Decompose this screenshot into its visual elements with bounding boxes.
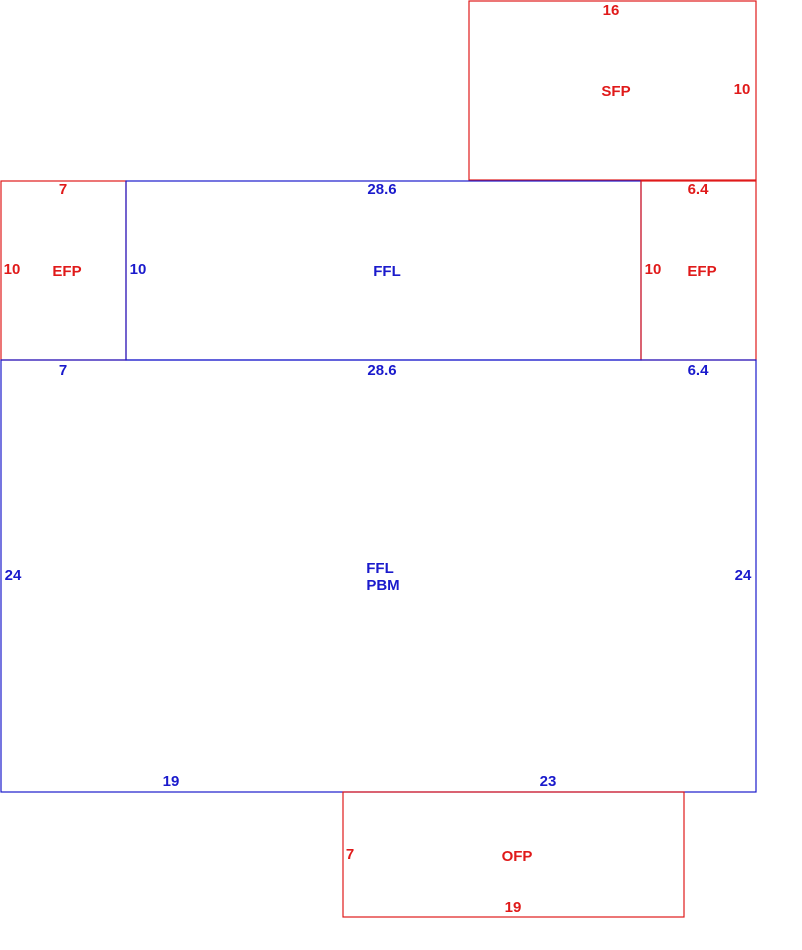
area-sfp-label: SFP xyxy=(601,83,630,100)
area-efp-left-dim-top: 7 xyxy=(59,181,67,198)
area-efp-right: EFP 6.4 10 xyxy=(640,180,757,361)
area-ffl-pbm-dim-bottom-left: 19 xyxy=(163,773,180,790)
area-efp-right-label: EFP xyxy=(687,263,716,280)
area-efp-right-dim-top: 6.4 xyxy=(688,181,710,198)
area-efp-left-label: EFP xyxy=(52,263,81,280)
area-sfp-dim-right: 10 xyxy=(734,81,751,98)
area-ffl-upper: FFL 28.6 10 xyxy=(125,180,642,361)
area-sfp-outline xyxy=(468,0,757,181)
area-ffl-pbm-dim-top-right: 6.4 xyxy=(688,362,710,379)
area-ffl-pbm-dim-right: 24 xyxy=(735,567,752,584)
area-ffl-pbm-dim-top-center: 28.6 xyxy=(367,362,396,379)
area-ofp-label: OFP xyxy=(502,848,533,865)
area-ffl-pbm-dim-left: 24 xyxy=(5,567,22,584)
area-ffl-upper-dim-left: 10 xyxy=(130,261,147,278)
area-ffl-pbm-label-line1: FFL xyxy=(366,560,394,577)
area-efp-left-dim-left: 10 xyxy=(4,261,21,278)
area-ofp: OFP 7 19 xyxy=(342,791,685,918)
area-ffl-upper-label: FFL xyxy=(373,263,401,280)
area-sfp-dim-top: 16 xyxy=(603,2,620,19)
area-efp-left: EFP 7 10 xyxy=(0,180,127,361)
area-ffl-pbm-dim-top-left: 7 xyxy=(59,362,67,379)
area-ffl-pbm-label-line2: PBM xyxy=(366,577,399,594)
area-sfp: SFP 16 10 xyxy=(468,0,757,181)
area-ofp-dim-left: 7 xyxy=(346,846,354,863)
area-ffl-upper-dim-top: 28.6 xyxy=(367,181,396,198)
area-ffl-pbm-dim-bottom-right: 23 xyxy=(540,773,557,790)
area-ffl-pbm-main: FFL PBM 7 28.6 6.4 24 24 19 23 xyxy=(0,359,757,793)
area-ofp-dim-bottom: 19 xyxy=(505,899,522,916)
area-ofp-outline xyxy=(342,791,685,918)
area-efp-right-dim-left: 10 xyxy=(645,261,662,278)
